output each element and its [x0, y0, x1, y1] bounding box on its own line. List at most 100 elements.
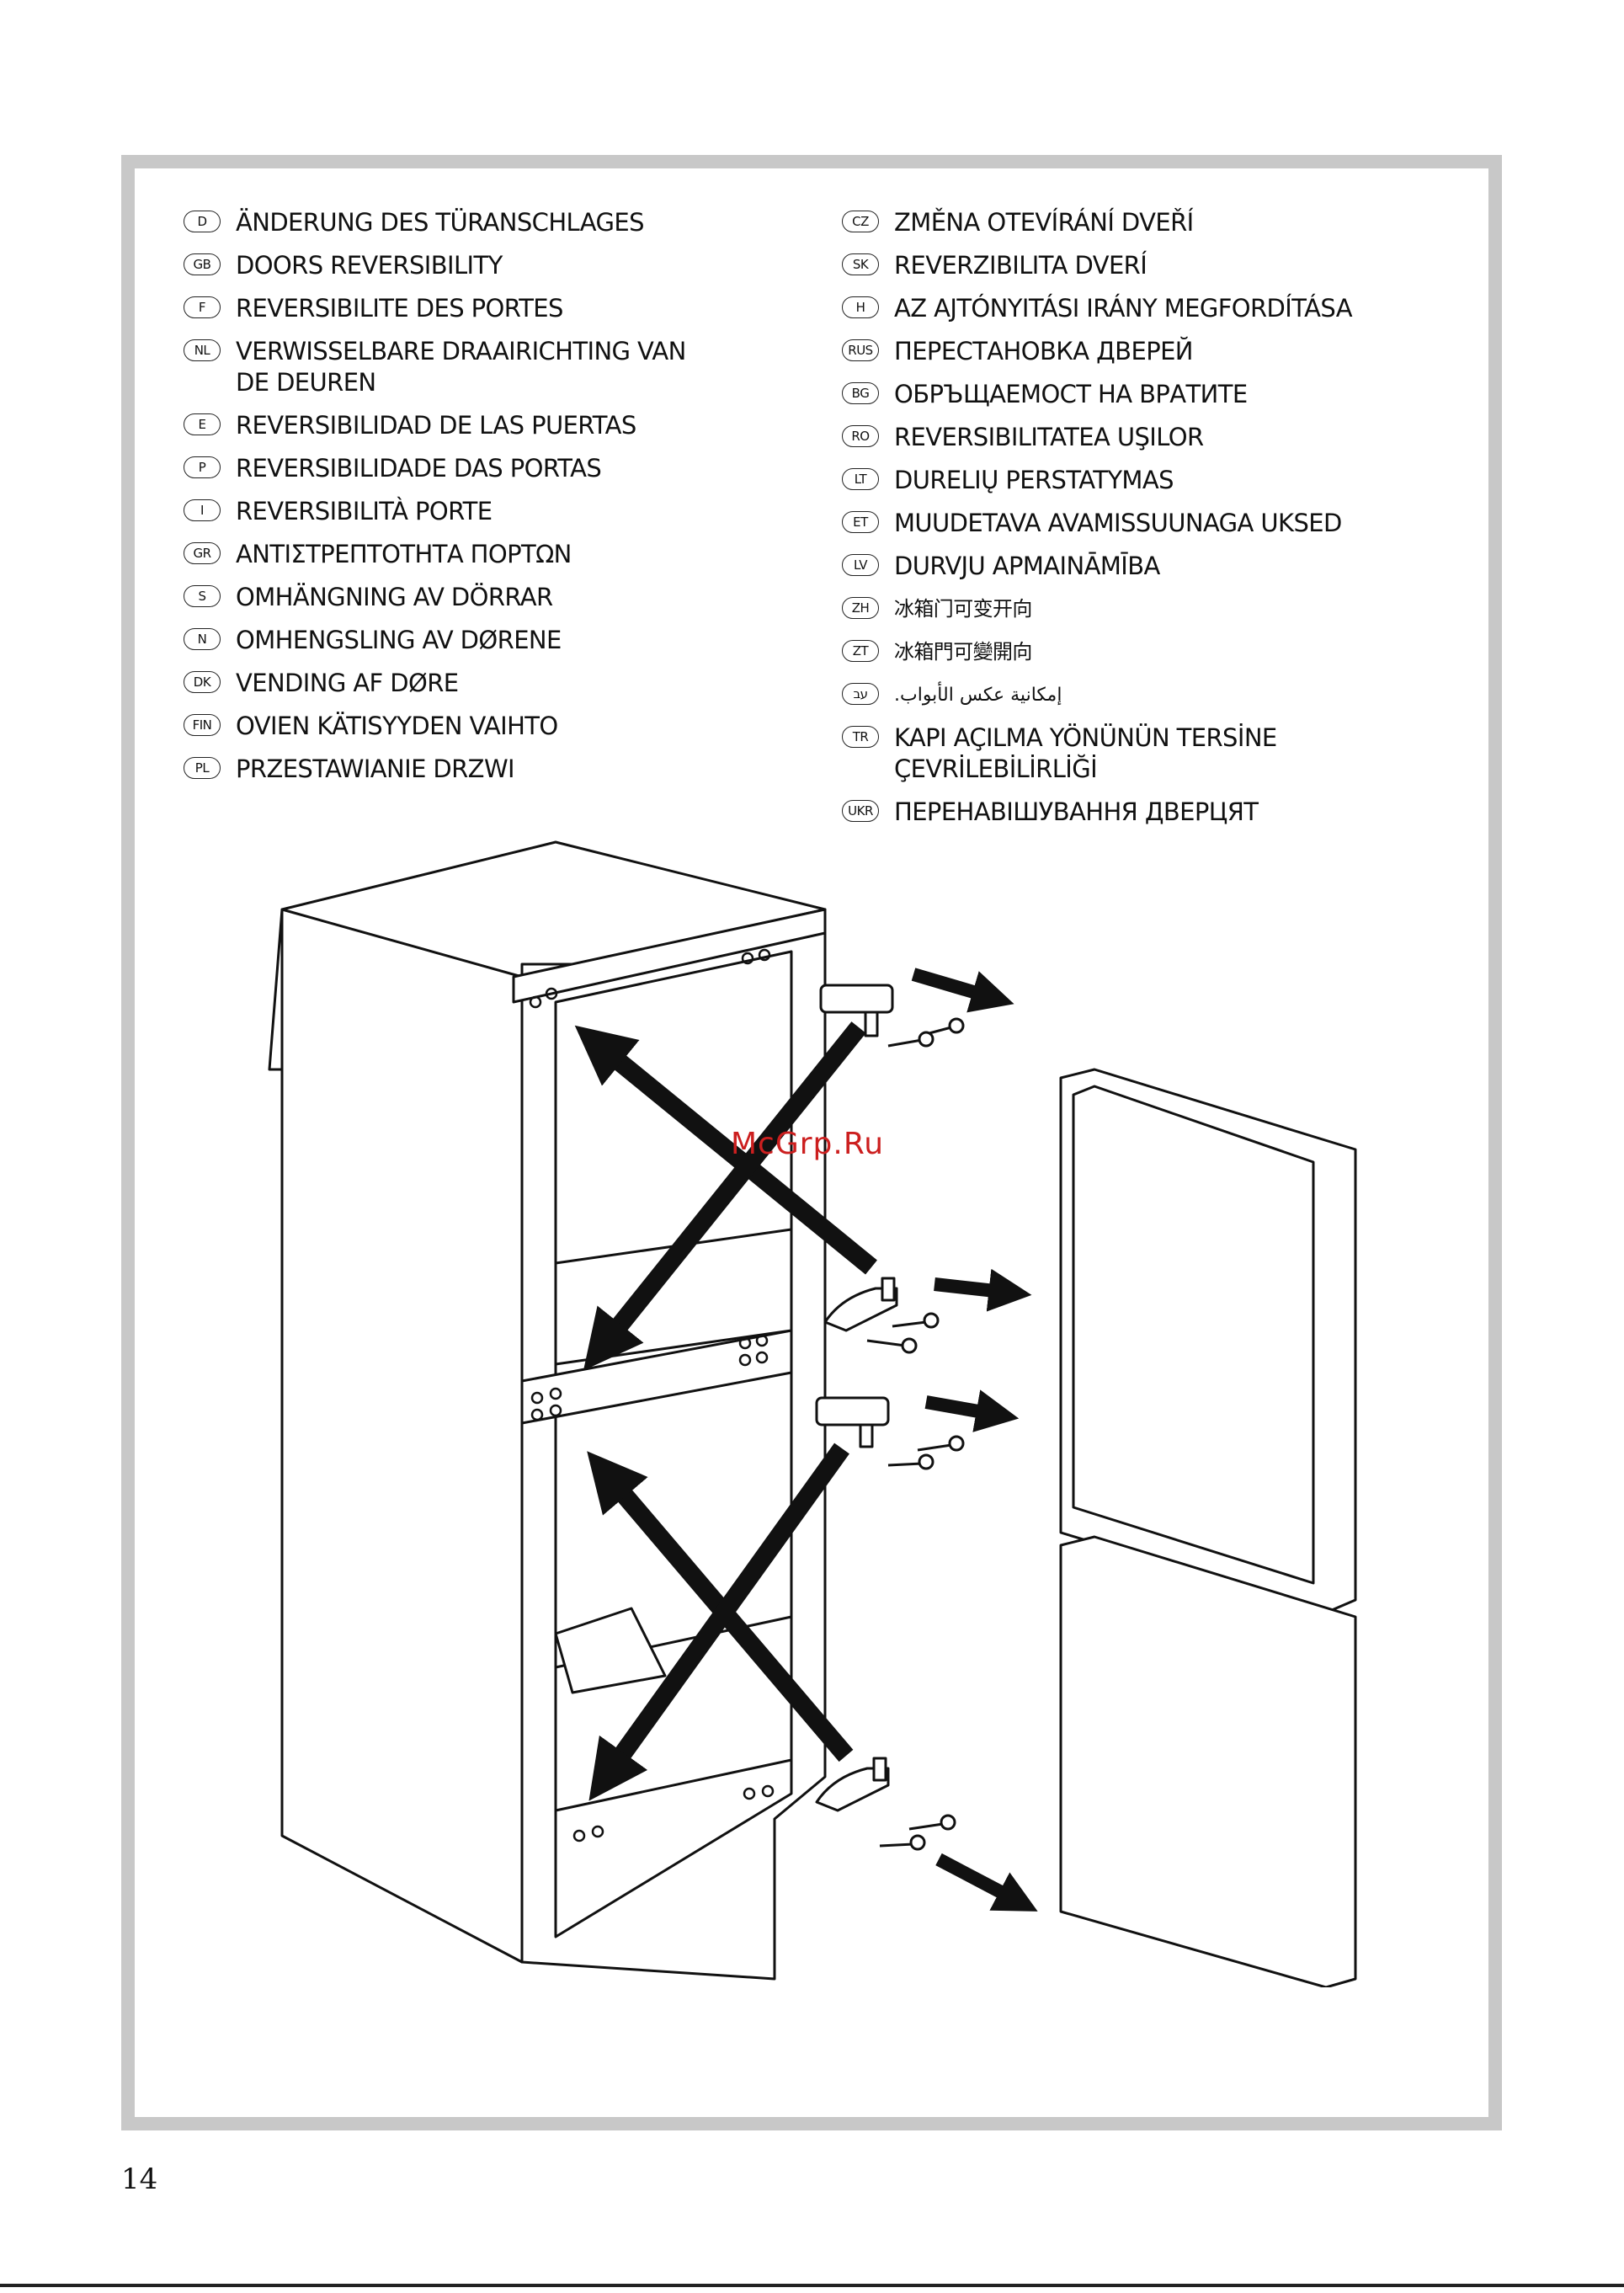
- hinge-middle-lower-icon: [815, 1396, 890, 1448]
- fridge-door-upper: [1059, 1068, 1357, 1614]
- language-code-badge: N: [184, 628, 221, 650]
- language-code-badge: BG: [842, 382, 879, 404]
- heading-text: 冰箱門可變開向: [894, 640, 1032, 664]
- list-item: H AZ AJTÓNYITÁSI IRÁNY MEGFORDÍTÁSA: [842, 293, 1431, 324]
- language-code-badge: H: [842, 296, 879, 318]
- language-code-badge: DK: [184, 671, 221, 693]
- list-item: CZ ZMĚNA OTEVÍRÁNÍ DVEŘÍ: [842, 207, 1431, 238]
- language-code-badge: F: [184, 296, 221, 318]
- hinge-top-icon: [819, 984, 894, 1037]
- screw-icon: [925, 1017, 965, 1036]
- list-item: P REVERSIBILIDADE DAS PORTAS: [184, 453, 689, 484]
- heading-text: إمكانية عكس الأبواب.: [894, 685, 1062, 706]
- cabinet-body: [268, 840, 827, 1981]
- list-item: ZT 冰箱門可變開向: [842, 637, 1431, 668]
- language-code-badge: TR: [842, 726, 879, 748]
- heading-text: REVERSIBILITÀ PORTE: [236, 497, 493, 525]
- mounting-holes: [529, 948, 775, 1842]
- heading-text: ZMĚNA OTEVÍRÁNÍ DVEŘÍ: [894, 208, 1194, 237]
- list-item: S OMHÄNGNING AV DÖRRAR: [184, 582, 689, 613]
- heading-text: DOORS REVERSIBILITY: [236, 251, 503, 280]
- heading-text: AZ AJTÓNYITÁSI IRÁNY MEGFORDÍTÁSA: [894, 294, 1353, 323]
- list-item: עב إمكانية عكس الأبواب.: [842, 680, 1431, 711]
- heading-text: REVERSIBILITATEA UŞILOR: [894, 423, 1204, 451]
- swap-arrows: [574, 1021, 877, 1801]
- list-item: E REVERSIBILIDAD DE LAS PUERTAS: [184, 410, 689, 441]
- heading-text: 冰箱门可变开向: [894, 597, 1032, 621]
- heading-text: REVERSIBILIDAD DE LAS PUERTAS: [236, 411, 636, 440]
- language-code-badge: ZH: [842, 597, 879, 619]
- heading-text: VENDING AF DØRE: [236, 669, 459, 697]
- screw-icon: [892, 1312, 940, 1329]
- language-code-badge: GB: [184, 253, 221, 275]
- language-code-badge: FIN: [184, 714, 221, 736]
- list-item: UKR ПЕРЕНАВІШУВАННЯ ДВЕРЦЯТ: [842, 797, 1431, 828]
- list-item: GB DOORS REVERSIBILITY: [184, 250, 689, 281]
- language-code-badge: עב: [842, 683, 879, 705]
- language-code-badge: NL: [184, 339, 221, 361]
- language-code-badge: RUS: [842, 339, 879, 361]
- language-code-badge: I: [184, 499, 221, 521]
- heading-text: VERWISSELBARE DRAAIRICHTING VAN DE DEURE…: [236, 337, 686, 397]
- language-list-left: D ÄNDERUNG DES TÜRANSCHLAGES GB DOORS REVE…: [184, 207, 689, 797]
- door-reversal-illustration: [268, 840, 1357, 1987]
- list-item: DK VENDING AF DØRE: [184, 668, 689, 699]
- heading-text: ÄNDERUNG DES TÜRANSCHLAGES: [236, 208, 645, 237]
- page-number: 14: [121, 2162, 158, 2196]
- heading-text: OVIEN KÄTISYYDEN VAIHTO: [236, 712, 558, 740]
- language-code-badge: P: [184, 456, 221, 478]
- heading-text: REVERSIBILIDADE DAS PORTAS: [236, 454, 602, 483]
- language-code-badge: E: [184, 413, 221, 435]
- list-item: RUS ПЕРЕСТАНОВКА ДВЕРЕЙ: [842, 336, 1431, 367]
- language-code-badge: SK: [842, 253, 879, 275]
- heading-text: MUUDETAVA AVAMISSUUNAGA UKSED: [894, 509, 1342, 537]
- heading-text: OMHENGSLING AV DØRENE: [236, 626, 562, 654]
- hinge-bottom-icon: [815, 1757, 890, 1812]
- list-item: LV DURVJU APMAINĀMĪBA: [842, 551, 1431, 582]
- heading-text: ПЕРЕНАВІШУВАННЯ ДВЕРЦЯТ: [894, 797, 1259, 826]
- screw-icon: [866, 1337, 918, 1354]
- language-code-badge: GR: [184, 542, 221, 564]
- list-item: LT DURELIŲ PERSTATYMAS: [842, 465, 1431, 496]
- language-code-badge: ZT: [842, 640, 879, 662]
- list-item: ET MUUDETAVA AVAMISSUUNAGA UKSED: [842, 508, 1431, 539]
- screw-icon: [879, 1834, 926, 1851]
- heading-text: PRZESTAWIANIE DRZWI: [236, 755, 515, 783]
- screw-icon: [887, 1031, 934, 1048]
- hinge-middle-upper-icon: [823, 1277, 898, 1332]
- language-code-badge: LV: [842, 554, 879, 576]
- screw-icon: [887, 1453, 934, 1470]
- list-item: TR KAPI AÇILMA YÖNÜNÜN TERSİNE ÇEVRİLEBİL…: [842, 723, 1431, 785]
- list-item: N OMHENGSLING AV DØRENE: [184, 625, 689, 656]
- heading-text: KAPI AÇILMA YÖNÜNÜN TERSİNE ÇEVRİLEBİLİR…: [894, 723, 1277, 783]
- heading-text: DURVJU APMAINĀMĪBA: [894, 552, 1160, 580]
- list-item: D ÄNDERUNG DES TÜRANSCHLAGES: [184, 207, 689, 238]
- list-item: ZH 冰箱门可变开向: [842, 594, 1431, 625]
- language-code-badge: CZ: [842, 211, 879, 232]
- language-code-badge: UKR: [842, 800, 879, 822]
- bottom-divider: [0, 2284, 1624, 2287]
- outward-arrows: [911, 968, 1038, 1912]
- list-item: NL VERWISSELBARE DRAAIRICHTING VAN DE DEU…: [184, 336, 689, 398]
- language-code-badge: D: [184, 211, 221, 232]
- screw-icon: [917, 1435, 965, 1452]
- language-code-badge: RO: [842, 425, 879, 447]
- heading-text: ПЕРЕСТАНОВКА ДВЕРЕЙ: [894, 337, 1194, 365]
- heading-text: OMHÄNGNING AV DÖRRAR: [236, 583, 553, 611]
- list-item: BG ОБРЪЩАЕМОСТ НА ВРАТИТЕ: [842, 379, 1431, 410]
- list-item: I REVERSIBILITÀ PORTE: [184, 496, 689, 527]
- heading-text: DURELIŲ PERSTATYMAS: [894, 466, 1174, 494]
- heading-text: REVERSIBILITE DES PORTES: [236, 294, 563, 323]
- language-code-badge: ET: [842, 511, 879, 533]
- screw-icon: [908, 1814, 956, 1831]
- list-item: F REVERSIBILITE DES PORTES: [184, 293, 689, 324]
- language-code-badge: S: [184, 585, 221, 607]
- heading-text: ОБРЪЩАЕМОСТ НА ВРАТИТЕ: [894, 380, 1248, 408]
- fridge-door-lower: [1059, 1535, 1357, 1987]
- watermark-text: McGrp.Ru: [731, 1127, 885, 1161]
- list-item: RO REVERSIBILITATEA UŞILOR: [842, 422, 1431, 453]
- language-code-badge: LT: [842, 468, 879, 490]
